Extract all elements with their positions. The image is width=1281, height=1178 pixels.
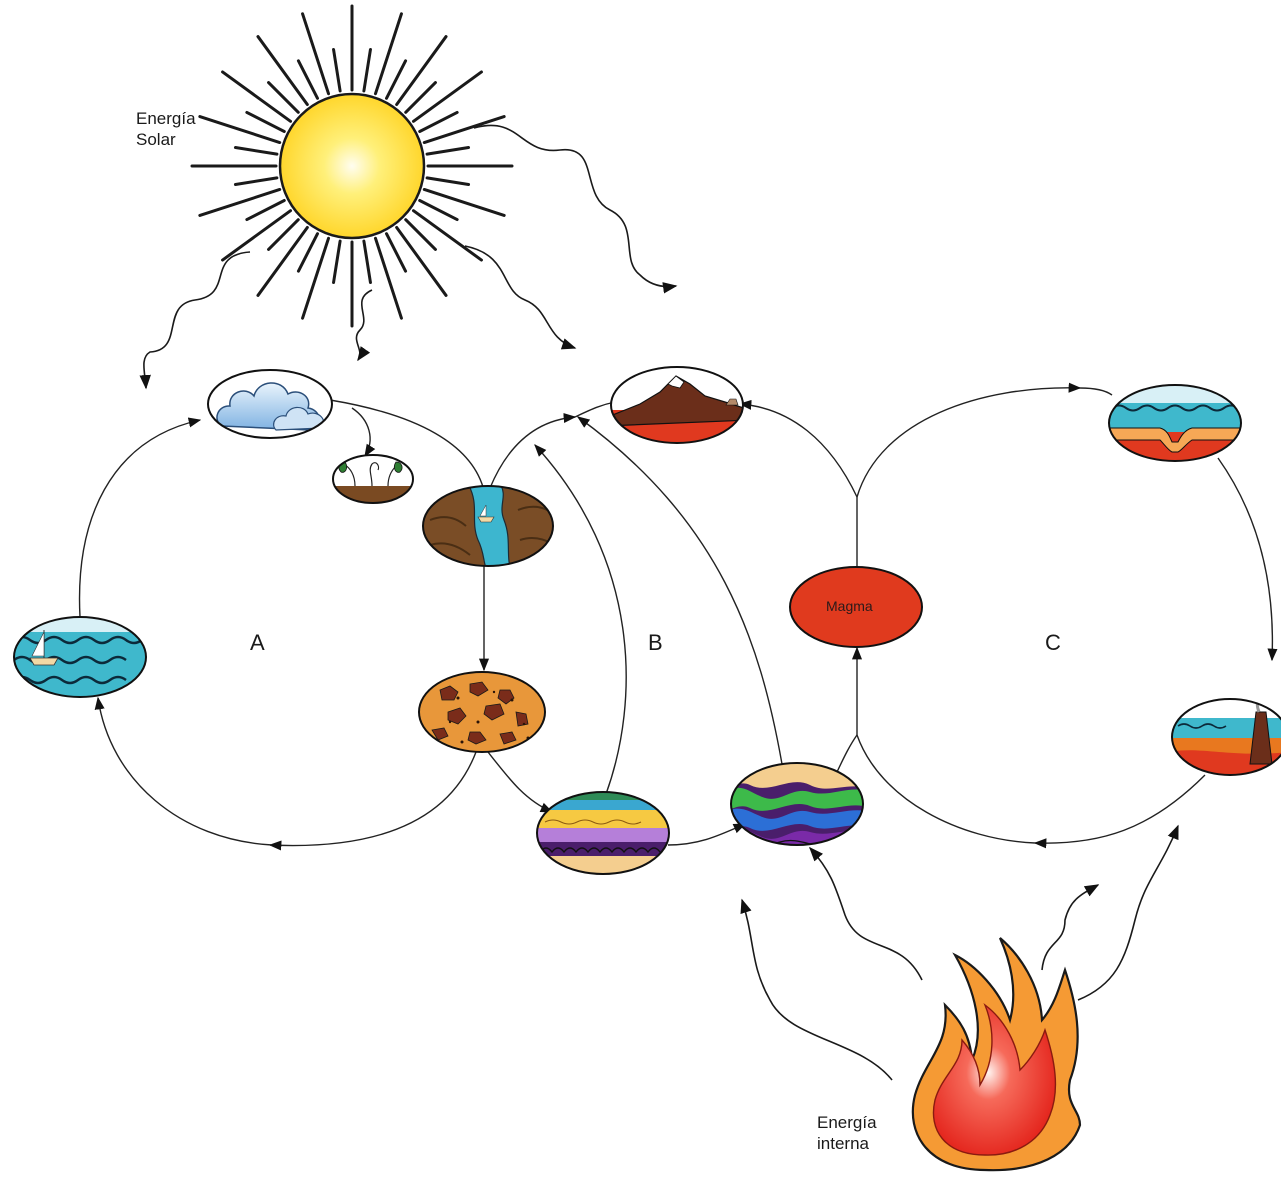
sun-ray	[375, 238, 401, 318]
sun-ray	[247, 112, 284, 131]
sun-ray	[223, 72, 291, 121]
sun-ray	[427, 148, 468, 155]
sun-ray	[235, 148, 276, 155]
sun-ray	[397, 227, 446, 295]
internal-energy-label: Energía interna	[817, 1112, 877, 1154]
sun-ray	[413, 72, 481, 121]
volcano-icon	[1170, 688, 1281, 778]
cycle-a-label: A	[250, 630, 265, 656]
sun-ray	[223, 211, 291, 260]
sun-ray	[200, 189, 280, 215]
sedimentary-strata-icon	[535, 790, 675, 878]
sun-ray	[303, 238, 329, 318]
sun-ray	[258, 227, 307, 295]
sun-ray	[303, 14, 329, 94]
sun-ray	[364, 49, 371, 90]
sun-ray	[424, 117, 504, 143]
sun-ray	[298, 234, 317, 271]
sun-ray	[200, 117, 280, 143]
sun-ray	[235, 178, 276, 185]
metamorphic-rock-icon	[725, 760, 870, 850]
ocean-icon	[10, 610, 150, 710]
cycle-b-lines	[490, 402, 782, 845]
sun-ray	[334, 49, 341, 90]
sun-ray	[247, 201, 284, 220]
sun-disk	[280, 94, 424, 238]
mountain-icon	[605, 365, 750, 450]
flame-icon	[913, 938, 1080, 1170]
plants-icon	[330, 452, 420, 512]
sun-ray	[387, 234, 406, 271]
sun-ray	[387, 61, 406, 98]
sun-ray	[298, 61, 317, 98]
cycle-b-label: B	[648, 630, 663, 656]
clouds-icon	[208, 370, 332, 438]
river-canyon-icon	[420, 484, 560, 574]
sun-ray	[420, 201, 457, 220]
sun-ray	[397, 37, 446, 105]
ocean-ridge-icon	[1105, 383, 1245, 477]
solar-energy-label: Energía Solar	[136, 108, 196, 150]
sun-ray	[424, 189, 504, 215]
sun-ray	[427, 178, 468, 185]
sediment-icon	[415, 670, 550, 760]
magma-label: Magma	[826, 598, 873, 614]
sun-ray	[334, 241, 341, 282]
sun-ray	[258, 37, 307, 105]
sun-ray	[375, 14, 401, 94]
sun-ray	[413, 211, 481, 260]
sun-ray	[420, 112, 457, 131]
cycle-a-lines	[80, 400, 552, 846]
cycle-c-label: C	[1045, 630, 1061, 656]
sun-ray	[364, 241, 371, 282]
sun	[192, 6, 512, 326]
